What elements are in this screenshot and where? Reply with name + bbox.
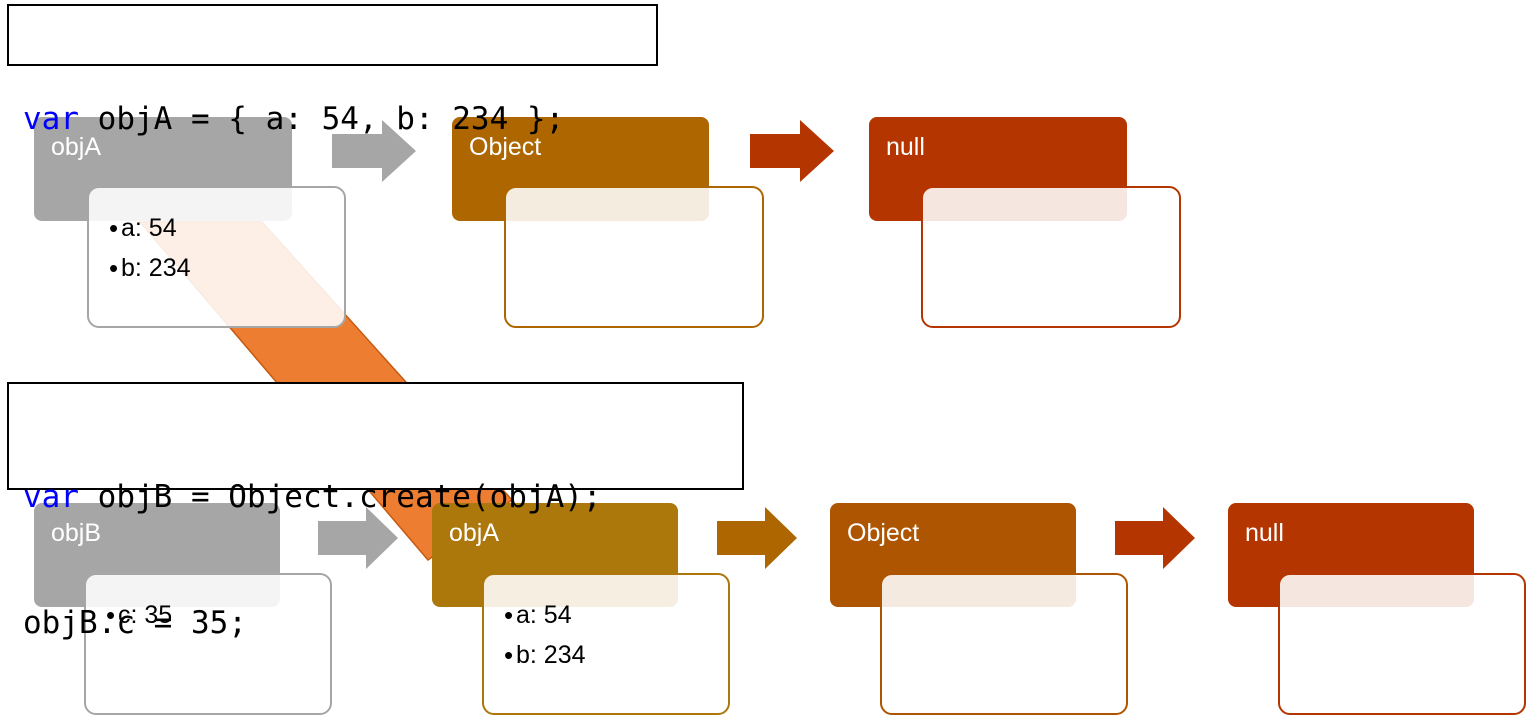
bottom-node-label-object: Object (847, 519, 920, 547)
top-arrow-2 (750, 120, 834, 182)
prop-text: b: 234 (516, 640, 586, 669)
bottom-node-label-obja: objA (449, 519, 500, 547)
bottom-node-props-obja: a: 54 b: 234 (504, 595, 728, 675)
top-node-label-null: null (886, 133, 925, 161)
prop-item: a: 54 (109, 208, 344, 248)
bottom-arrow-3 (1115, 507, 1195, 569)
top-node-body-object (504, 186, 764, 328)
code-keyword: var (23, 479, 79, 515)
prop-item: b: 234 (504, 635, 728, 675)
prop-text: a: 54 (121, 213, 177, 242)
arrow-shape (750, 120, 834, 182)
top-node-props-obja: a: 54 b: 234 (109, 208, 344, 288)
bottom-node-props-objb: c: 35 (106, 595, 330, 635)
prop-text: a: 54 (516, 600, 572, 629)
bottom-arrow-2 (717, 507, 797, 569)
code-text: objB.c = 35; (23, 605, 247, 641)
bottom-node-label-null: null (1245, 519, 1284, 547)
bottom-arrow-1 (318, 507, 398, 569)
bottom-node-body-null (1278, 573, 1526, 715)
code-text: objB = Object.create(objA); (79, 479, 602, 515)
prop-item: b: 234 (109, 248, 344, 288)
top-node-label-object: Object (469, 133, 542, 161)
top-node-body-obja: a: 54 b: 234 (87, 186, 346, 328)
prop-text: b: 234 (121, 253, 191, 282)
code-line: objB.c = 35; (23, 602, 728, 644)
arrow-shape (318, 507, 398, 569)
code-text: objA = { a: 54, b: 234 }; (79, 101, 565, 137)
code-keyword: var (23, 101, 79, 137)
prop-text: c: 35 (118, 600, 173, 629)
bottom-node-body-obja: a: 54 b: 234 (482, 573, 730, 715)
arrow-shape (717, 507, 797, 569)
code-line: var objA = { a: 54, b: 234 }; (23, 98, 642, 140)
arrow-shape (1115, 507, 1195, 569)
bottom-node-label-objb: objB (51, 519, 102, 547)
prop-item: a: 54 (504, 595, 728, 635)
top-arrow-1 (332, 120, 416, 182)
code-line: var objB = Object.create(objA); (23, 476, 728, 518)
bottom-node-body-objb: c: 35 (84, 573, 332, 715)
code-block-obja: var objA = { a: 54, b: 234 }; (7, 4, 658, 137)
arrow-shape (332, 120, 416, 182)
prop-item: c: 35 (106, 595, 330, 635)
bottom-node-body-object (880, 573, 1128, 715)
code-block-objb: var objB = Object.create(objA); objB.c =… (7, 382, 744, 641)
top-node-label-obja: objA (51, 133, 102, 161)
top-node-body-null (921, 186, 1181, 328)
